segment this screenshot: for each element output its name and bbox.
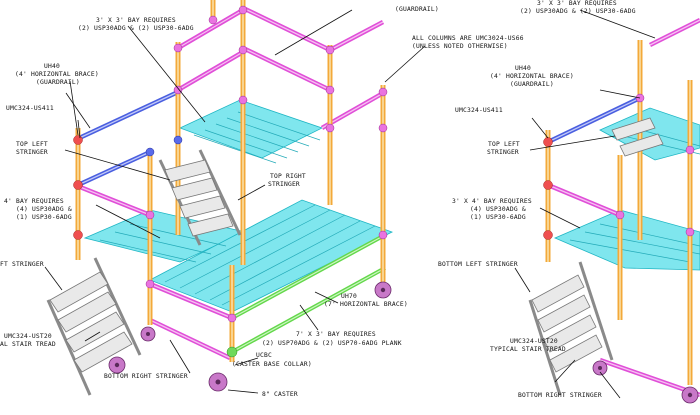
label-left-stringer: FT STRINGER	[0, 261, 44, 268]
right-casters	[592, 360, 699, 404]
label-uh40-line3: (GUARDRAIL)	[36, 79, 80, 86]
label-bay-7x3-line2: (2) USP70ADG & (2) USP70-6ADG PLANK	[262, 340, 402, 347]
label-umc324-ust20-line2: AL STAIR TREAD	[0, 341, 56, 348]
right-scaffold-assembly: 3' X 3' BAY REQUIRES (2) USP30ADG & (2) …	[438, 0, 700, 404]
right-label-uh40-line2: (4' HORIZONTAL BRACE)	[490, 73, 574, 80]
label-bay-4-line2: (4) USP30ADG &	[16, 206, 72, 213]
right-leader-lines	[514, 9, 656, 399]
right-guardrails	[547, 17, 700, 398]
right-label-bottom-right-stringer: BOTTOM RIGHT STRINGER	[518, 392, 602, 399]
label-uh70-line2: (7' HORIZONTAL BRACE)	[324, 301, 408, 308]
label-all-columns-line2: (UNLESS NOTED OTHERWISE)	[412, 43, 508, 50]
label-caster: 8" CASTER	[262, 391, 298, 398]
right-label-bay-3x4-line2: (4) USP30ADG &	[470, 206, 526, 213]
blue-guardrails	[74, 89, 179, 188]
right-label-top-left-stringer-line1: TOP LEFT	[488, 141, 520, 148]
label-all-columns-line1: ALL COLUMNS ARE UMC3024-US66	[412, 35, 524, 42]
label-bay-3x3-line1: 3' X 3' BAY REQUIRES	[96, 17, 176, 24]
right-label-top-left-stringer-line2: STRINGER	[487, 149, 519, 156]
right-label-umc324-ust20-line1: UMC324-UST20	[510, 338, 558, 345]
label-top-right-stringer-line2: STRINGER	[268, 181, 300, 188]
label-bay-3x3-line2: (2) USP30ADG & (2) USP30-6ADG	[78, 25, 194, 32]
left-labels: (GUARDRAIL) 3' X 3' BAY REQUIRES (2) USP…	[0, 6, 524, 398]
right-label-bay-3x3-line2: (2) USP30ADG & (2) USP30-6ADG	[520, 8, 636, 15]
right-labels: 3' X 3' BAY REQUIRES (2) USP30ADG & (2) …	[438, 0, 636, 399]
label-umc324-us411: UMC324-US411	[6, 105, 54, 112]
label-top-left-stringer-line1: TOP LEFT	[16, 141, 48, 148]
label-guardrail-top: (GUARDRAIL)	[395, 6, 439, 13]
right-label-bay-3x3-line1: 3' X 3' BAY REQUIRES	[537, 0, 617, 7]
lower-stair	[46, 257, 142, 396]
right-label-uh40-line3: (GUARDRAIL)	[510, 81, 554, 88]
label-bay-4-line1: 4' BAY REQUIRES	[4, 198, 64, 205]
label-top-left-stringer-line2: STRINGER	[16, 149, 48, 156]
label-bottom-right-stringer: BOTTOM RIGHT STRINGER	[104, 373, 188, 380]
casters	[108, 281, 392, 392]
right-label-uh40-line1: UH40	[515, 65, 531, 72]
label-ucbc-line2: (CASTER BASE COLLAR)	[232, 361, 312, 368]
right-couplers	[543, 93, 695, 240]
label-uh40-line2: (4' HORIZONTAL BRACE)	[15, 71, 99, 78]
label-uh40-line1: UH40	[44, 63, 60, 70]
right-platform-planks	[553, 107, 700, 271]
right-label-bay-3x4-line1: 3' X 4' BAY REQUIRES	[452, 198, 532, 205]
right-label-bay-3x4-line3: (1) USP30-6ADG	[470, 214, 526, 221]
left-scaffold-assembly: (GUARDRAIL) 3' X 3' BAY REQUIRES (2) USP…	[0, 0, 524, 398]
right-label-bottom-left-stringer: BOTTOM LEFT STRINGER	[438, 261, 518, 268]
green-horizontal-brace	[231, 233, 386, 354]
left-leader-lines	[44, 9, 426, 394]
right-stair	[528, 117, 664, 396]
couplers	[73, 5, 388, 358]
upper-stair	[158, 149, 242, 246]
label-bay-7x3-line1: 7' X 3' BAY REQUIRES	[296, 331, 376, 338]
right-label-umc324-us411: UMC324-US411	[455, 107, 503, 114]
right-label-umc324-ust20-line2: TYPICAL STAIR TREAD	[490, 346, 566, 353]
label-bay-4-line3: (1) USP30-6ADG	[16, 214, 72, 221]
label-ucbc-line1: UCBC	[256, 352, 272, 359]
label-uh70-line1: UH70	[341, 293, 357, 300]
label-umc324-ust20-line1: UMC324-UST20	[4, 333, 52, 340]
label-top-right-stringer-line1: TOP RIGHT	[270, 173, 306, 180]
